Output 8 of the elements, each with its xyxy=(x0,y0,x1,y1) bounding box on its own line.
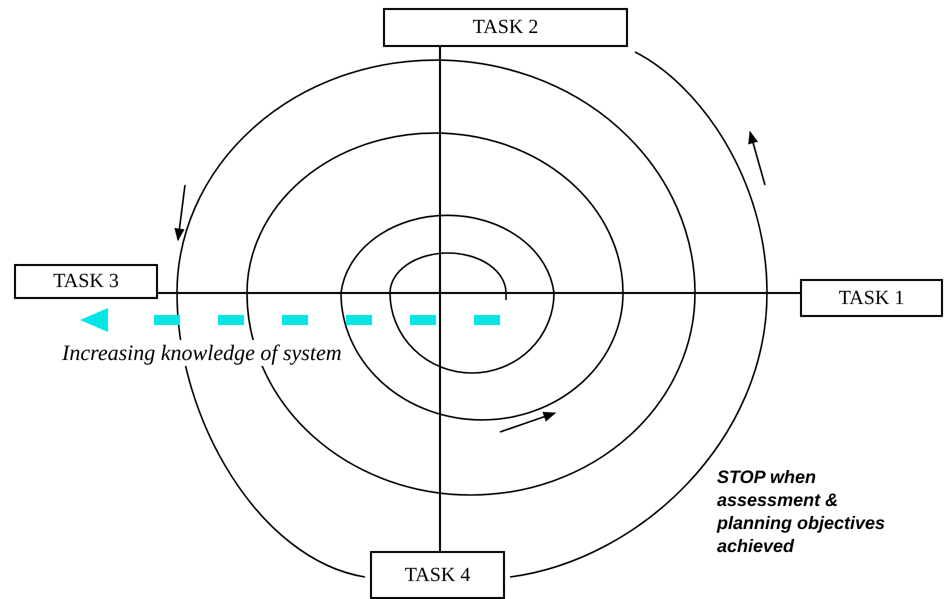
axis-line xyxy=(439,47,441,551)
axis-caption: Increasing knowledge of system xyxy=(62,340,342,366)
axis-line xyxy=(158,292,800,294)
task-box: TASK 2 xyxy=(383,8,628,47)
task-box: TASK 4 xyxy=(370,551,505,599)
stop-note: STOP when assessment & planning objectives achieved xyxy=(717,466,886,558)
task-box: TASK 3 xyxy=(14,264,158,299)
task-box: TASK 1 xyxy=(800,279,943,317)
